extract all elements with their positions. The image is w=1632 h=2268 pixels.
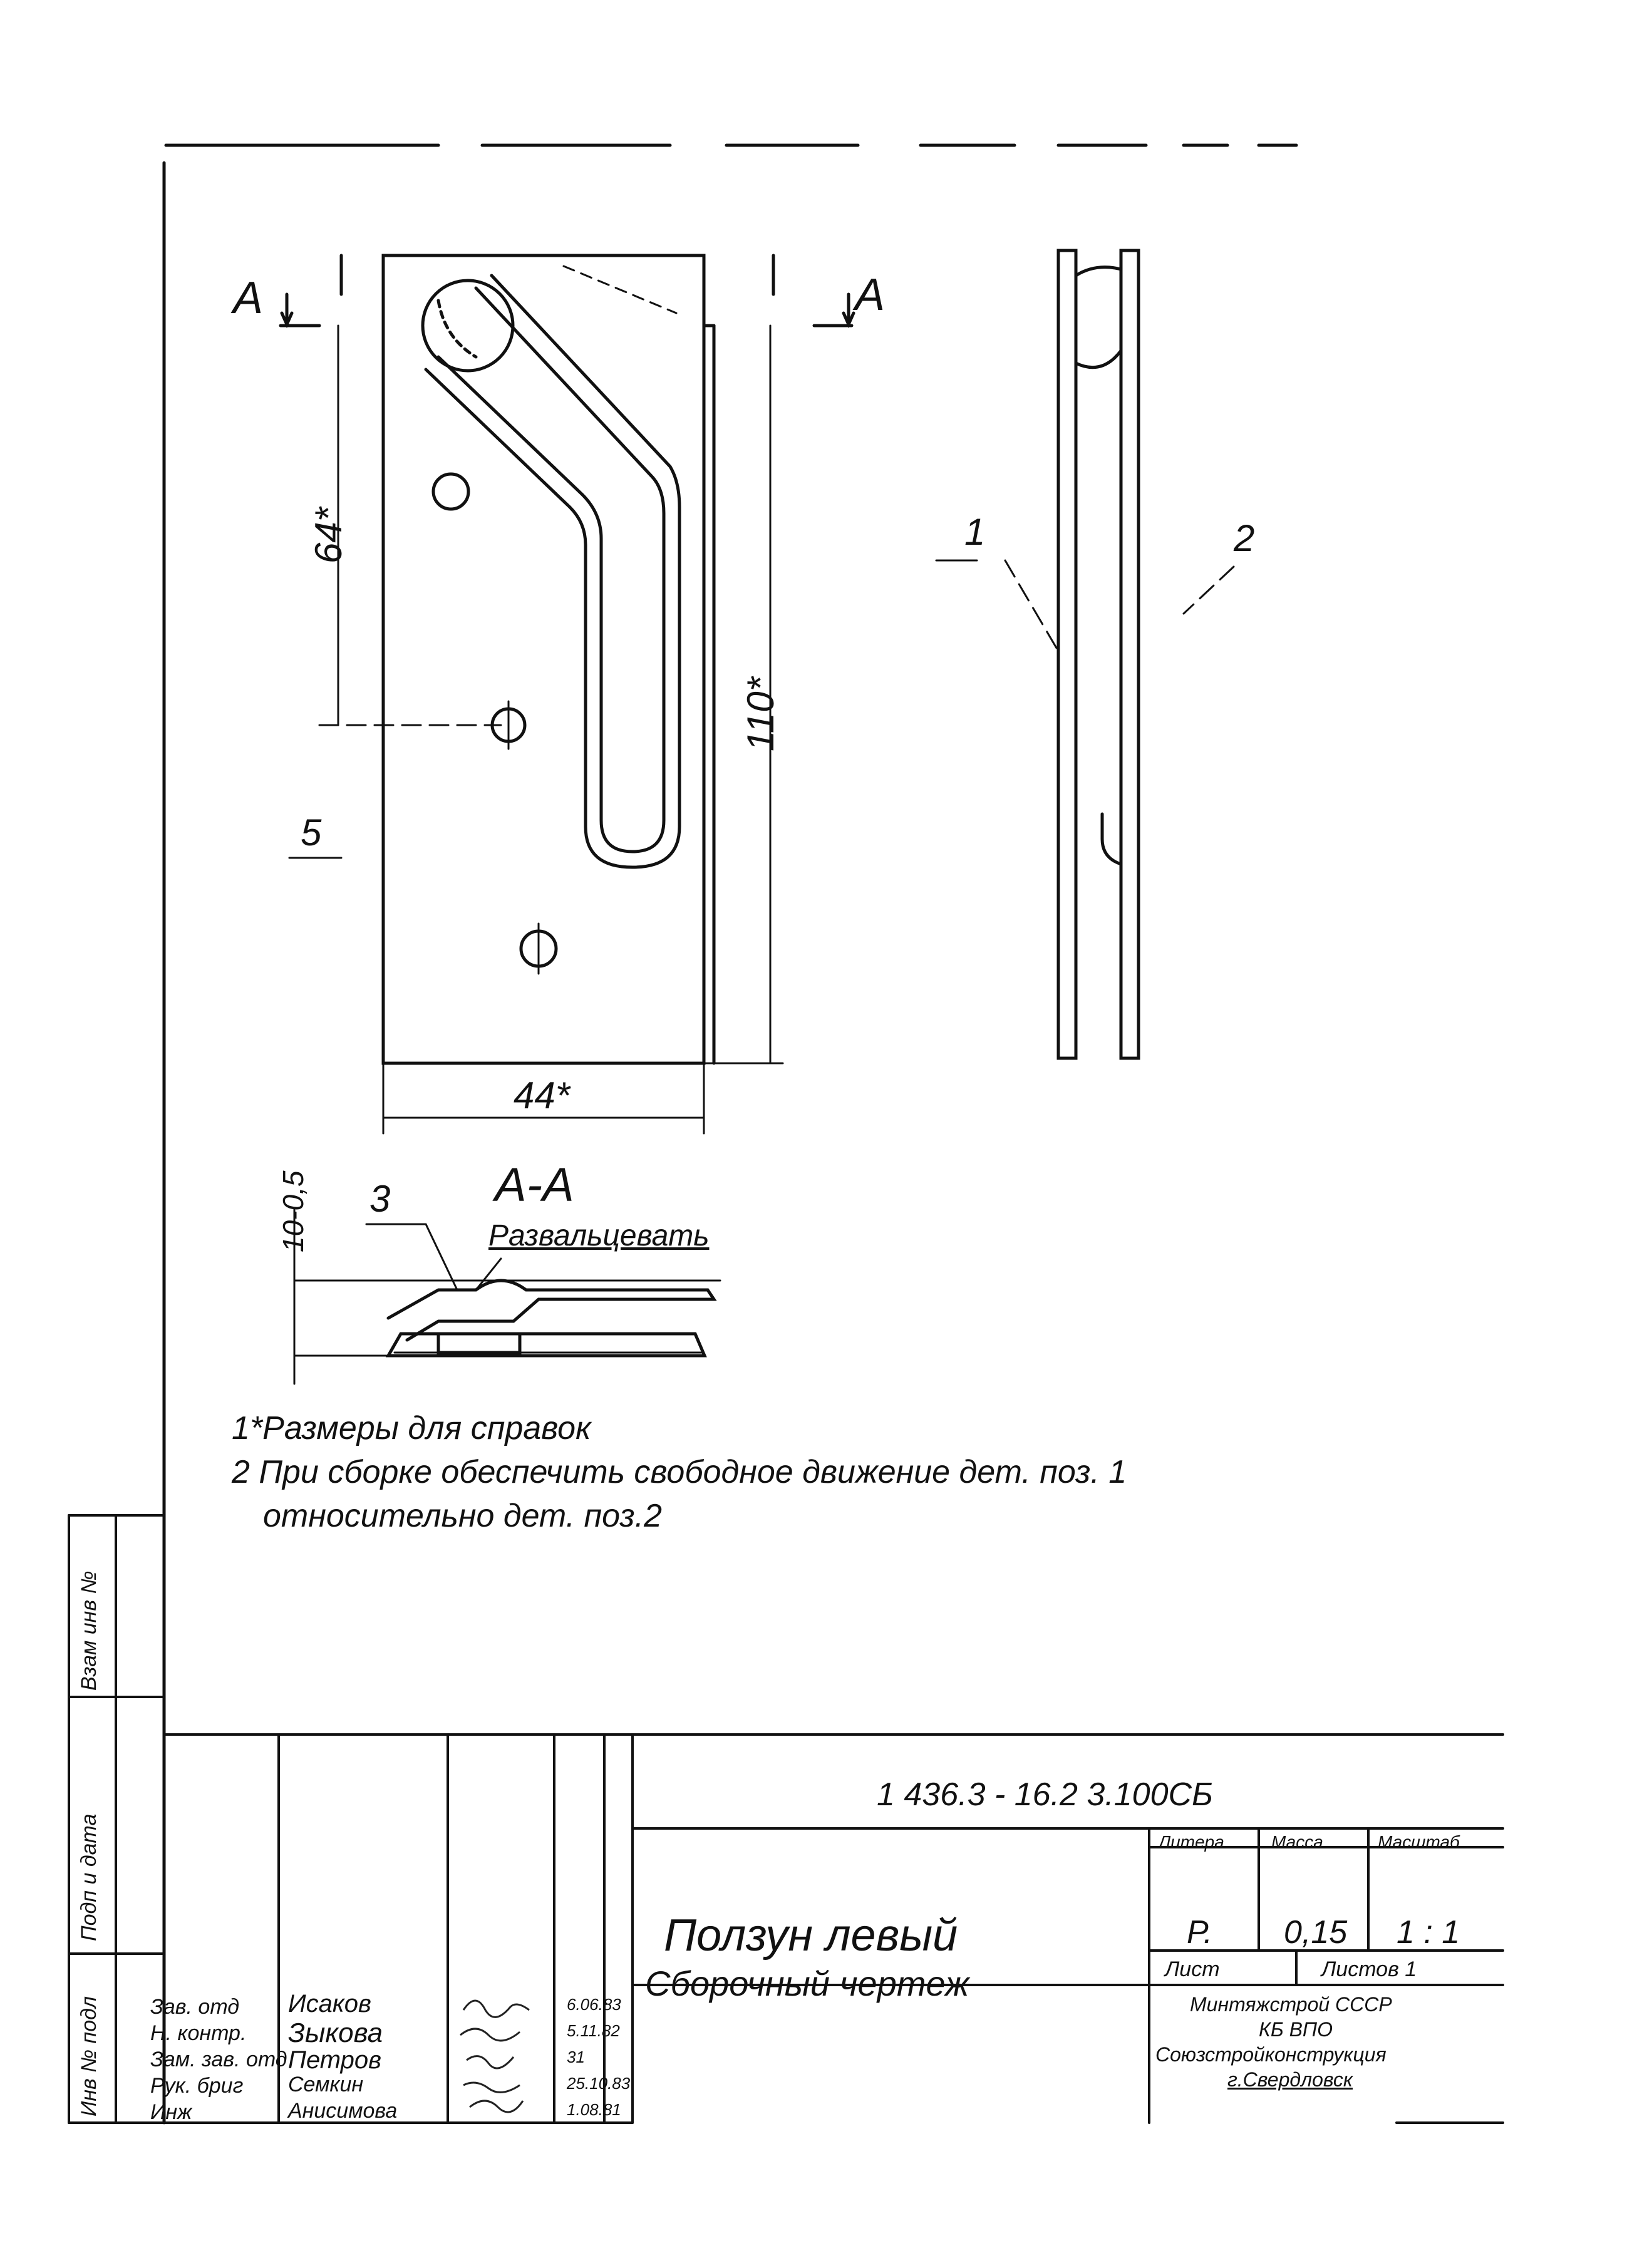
document-type: Сборочный чертеж — [645, 1964, 969, 2003]
side-view — [935, 249, 1235, 1060]
product-name: Ползун левый — [664, 1910, 958, 1961]
side-label-dup-inv: Взам инв № — [77, 1570, 101, 1691]
mass-value: 0,15 — [1284, 1914, 1348, 1951]
callout-1: 1 — [964, 511, 986, 553]
side-label-sign-date: Подп и дата — [77, 1813, 101, 1941]
date-4: 25.10.83 — [567, 2074, 631, 2093]
side-strip-grid — [68, 1514, 165, 2124]
date-1: 6.06.83 — [567, 1995, 621, 2014]
role-4: Рук. бриг — [150, 2074, 244, 2098]
callout-5: 5 — [301, 812, 322, 853]
org-line-4: г.Свердловск — [1227, 2068, 1353, 2091]
title-block-grid — [163, 1733, 1504, 2124]
front-view — [381, 254, 716, 1065]
dimension-44: 44* — [514, 1075, 571, 1116]
name-3: Петров — [288, 2046, 382, 2074]
date-5: 1.08.81 — [567, 2100, 621, 2119]
section-cut-marks — [279, 254, 855, 329]
org-line-1: Минтяжстрой СССР — [1190, 1993, 1392, 2016]
scale-value: 1 : 1 — [1397, 1914, 1460, 1951]
note-line-2: 2 При сборке обеспечить свободное движен… — [232, 1454, 1127, 1490]
section-mark-left: А — [233, 273, 264, 323]
sheet-label: Лист — [1165, 1957, 1220, 1981]
role-2: Н. контр. — [150, 2021, 247, 2045]
designation: 1 436.3 - 16.2 3.100СБ — [877, 1776, 1213, 1813]
role-3: Зам. зав. отд — [150, 2048, 287, 2071]
name-2: Зыкова — [288, 2018, 383, 2048]
dimension-64: 64* — [307, 507, 349, 564]
section-title: А-А — [495, 1158, 574, 1212]
name-4: Семкин — [288, 2073, 364, 2096]
callout-3: 3 — [369, 1178, 391, 1220]
note-line-3: относительно дет. поз.2 — [263, 1498, 663, 1534]
role-1: Зав. отд — [150, 1995, 240, 2019]
date-2: 5.11.82 — [567, 2021, 620, 2040]
col-letter-header: Литера — [1159, 1832, 1224, 1852]
section-mark-right: А — [855, 270, 886, 320]
section-aa — [293, 1207, 721, 1385]
note-line-1: 1*Размеры для справок — [232, 1410, 591, 1446]
dimensions — [288, 324, 784, 1135]
col-scale-header: Масштаб — [1378, 1832, 1460, 1852]
signatures — [460, 1999, 530, 2113]
dimension-110: 110* — [740, 676, 782, 751]
role-5: Инж — [150, 2100, 192, 2124]
org-line-2: КБ ВПО — [1259, 2018, 1333, 2041]
callout-2: 2 — [1234, 517, 1255, 559]
note-flare: Развальцевать — [488, 1219, 710, 1252]
side-label-inv-orig: Инв № подл — [77, 1996, 101, 2116]
letter-value: Р. — [1187, 1914, 1213, 1951]
col-mass-header: Масса — [1271, 1832, 1323, 1852]
name-5: Анисимова — [288, 2099, 398, 2123]
date-3: 31 — [567, 2048, 585, 2066]
sheets-count: Листов 1 — [1321, 1957, 1417, 1981]
name-1: Исаков — [288, 1990, 371, 2018]
dimension-thickness: 10-0,5 — [277, 1170, 309, 1252]
org-line-3: Союзстройконструкция — [1155, 2043, 1387, 2066]
